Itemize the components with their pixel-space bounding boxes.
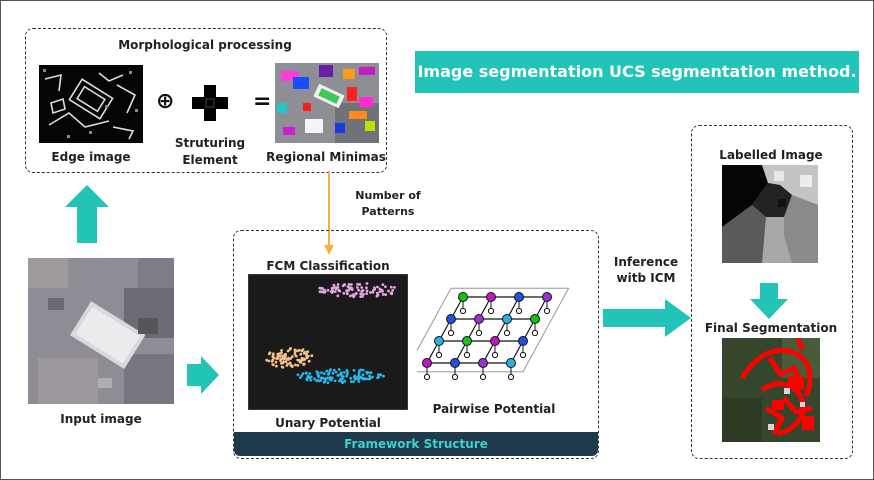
right-arrow-icon — [187, 356, 219, 394]
structuring-element-icon — [192, 85, 228, 121]
regional-minimas-image — [275, 63, 379, 143]
graph-node — [450, 358, 460, 368]
structuring-element-label-2: Element — [182, 153, 238, 167]
final-segmentation-image — [722, 338, 820, 442]
final-segmentation-label: Final Segmentation — [704, 321, 838, 335]
labelled-image-label: Labelled Image — [719, 148, 823, 162]
edge-image — [39, 65, 143, 143]
title-banner: Image segmentation UCS segmentation meth… — [415, 51, 859, 93]
patterns-connector-arrow — [324, 171, 334, 255]
graph-node — [478, 358, 488, 368]
pairwise-graph — [417, 287, 570, 381]
structuring-element-label-1: Struturing — [174, 136, 246, 150]
graph-node — [518, 336, 528, 346]
graph-node — [458, 292, 468, 302]
regional-minimas-label: Regional Minimas — [266, 150, 386, 164]
fcm-scatter-plot — [248, 274, 408, 410]
pairwise-potential-label: Pairwise Potential — [432, 402, 556, 416]
up-arrow-icon — [65, 185, 109, 243]
graph-node — [422, 358, 432, 368]
graph-node — [446, 314, 456, 324]
inference-label-1: Inference — [613, 255, 679, 269]
plus-operator: ⊕ — [156, 89, 175, 114]
equals-operator: = — [253, 89, 272, 114]
result-box — [691, 125, 853, 459]
framework-structure-footer: Framework Structure — [234, 432, 598, 456]
down-arrow-icon — [750, 283, 788, 319]
edge-image-label: Edge image — [51, 150, 131, 164]
labelled-image — [722, 165, 818, 263]
graph-node — [542, 292, 552, 302]
input-image — [28, 258, 174, 404]
graph-node — [474, 314, 484, 324]
morphological-processing-box — [25, 28, 387, 173]
fcm-classification-label: FCM Classification — [266, 259, 390, 273]
graph-node — [506, 358, 516, 368]
graph-node — [502, 314, 512, 324]
graph-node — [486, 292, 496, 302]
morphological-processing-title: Morphological processing — [118, 38, 292, 52]
graph-node — [514, 292, 524, 302]
graph-node — [490, 336, 500, 346]
framework-structure-box — [233, 230, 599, 459]
graph-node — [434, 336, 444, 346]
unary-potential-label: Unary Potential — [275, 416, 381, 430]
number-of-patterns-label-1: Number of — [355, 189, 421, 202]
graph-node — [462, 336, 472, 346]
inference-label-2: witb ICM — [616, 271, 676, 285]
number-of-patterns-label-2: Patterns — [361, 205, 415, 218]
graph-node — [530, 314, 540, 324]
input-image-label: Input image — [60, 412, 142, 426]
inference-arrow-icon — [603, 299, 691, 337]
